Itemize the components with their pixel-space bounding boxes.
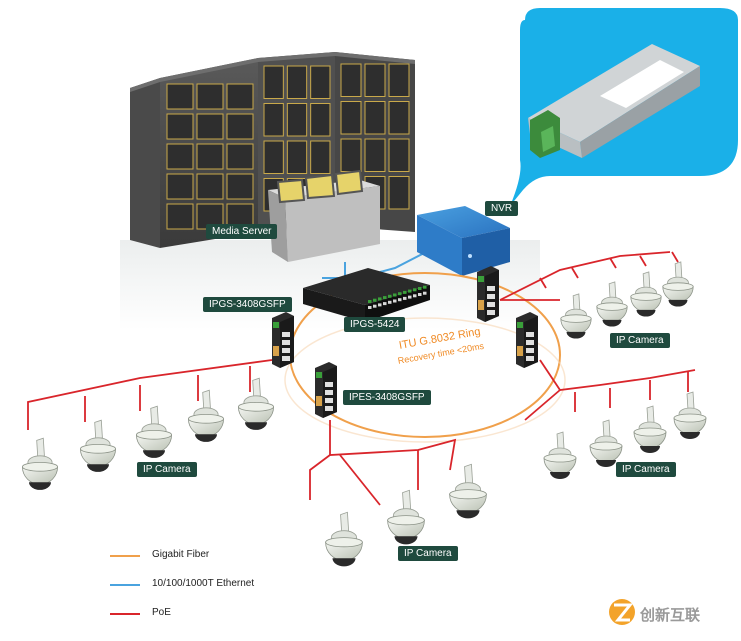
legend-label-poe: PoE (152, 607, 171, 618)
wall-screen (196, 143, 224, 170)
din-rail-switch-icon (516, 312, 538, 368)
ptz-dome-camera-icon (673, 391, 707, 439)
ptz-dome-camera-icon (449, 463, 487, 519)
din-rail-switch-icon (272, 312, 294, 368)
ptz-dome-camera-icon (589, 419, 623, 467)
wall-screen (286, 140, 308, 174)
wall-screen (364, 101, 386, 135)
wall-screen (388, 63, 410, 97)
wall-screen (196, 173, 224, 200)
legend-swatch-poe (110, 613, 140, 615)
wall-screen (340, 138, 362, 172)
legend-swatch-fiber (110, 555, 140, 557)
wall-screen (166, 83, 194, 110)
nvr-label: NVR (485, 201, 519, 216)
wall-screen (196, 113, 224, 140)
wall-screen (388, 176, 410, 210)
watermark-text: 创新互联 (640, 606, 701, 624)
ip-camera-bottom-label: IP Camera (398, 546, 458, 561)
wall-screen (166, 113, 194, 140)
wall-screen (310, 65, 331, 99)
wall-screen (364, 138, 386, 172)
wall-screen (196, 83, 224, 110)
poe-links (27, 251, 696, 506)
wall-screen (364, 63, 386, 97)
wall-screen (286, 103, 308, 137)
ptz-dome-camera-icon (387, 489, 425, 545)
wall-screen (166, 173, 194, 200)
ipgs-5424-label: IPGS-5424 (344, 317, 406, 332)
din-rail-switches (272, 266, 538, 418)
din-rail-switch-icon (477, 266, 499, 322)
wall-screen (340, 63, 362, 97)
ptz-dome-camera-icon (187, 389, 225, 442)
ipes-3408gsfp-label: IPES-3408GSFP (343, 390, 431, 405)
ptz-dome-camera-icon (630, 271, 662, 317)
wall-screen (226, 143, 254, 170)
ip-camera-right-top-label: IP Camera (610, 333, 670, 348)
ptz-dome-camera-icon (79, 419, 117, 472)
media-server-label: Media Server (206, 224, 278, 239)
ptz-dome-camera-icon (662, 261, 694, 307)
wall-screen (226, 173, 254, 200)
wall-screen (226, 83, 254, 110)
camera-layer (21, 261, 707, 567)
brand-logo-icon (609, 599, 635, 625)
ptz-dome-camera-icon (543, 431, 577, 479)
control-console-icon (268, 169, 380, 262)
ptz-dome-camera-icon (21, 437, 59, 490)
ptz-dome-camera-icon (237, 377, 275, 430)
ip-camera-left-label: IP Camera (137, 462, 197, 477)
ptz-dome-camera-icon (560, 293, 592, 339)
wall-screen (310, 103, 331, 137)
wall-screen (388, 138, 410, 172)
legend-label-fiber: Gigabit Fiber (152, 549, 210, 560)
wall-screen (340, 101, 362, 135)
wall-screen (226, 113, 254, 140)
wall-screen (263, 140, 284, 174)
nvr-box-icon (417, 206, 510, 276)
legend-label-ethernet: 10/100/1000T Ethernet (152, 578, 255, 589)
wall-screen (310, 140, 331, 174)
wall-screen (263, 65, 284, 99)
ptz-dome-camera-icon (135, 405, 173, 458)
wall-screen (166, 143, 194, 170)
sfp-module-icon (510, 8, 738, 206)
ptz-dome-camera-icon (325, 511, 363, 567)
wall-screen (286, 65, 308, 99)
legend-swatch-ethernet (110, 584, 140, 586)
ptz-dome-camera-icon (633, 405, 667, 453)
wall-screen (166, 203, 194, 230)
ip-camera-right-bottom-label: IP Camera (616, 462, 676, 477)
din-rail-switch-icon (315, 362, 337, 418)
wall-screen (263, 103, 284, 137)
wall-screen (388, 101, 410, 135)
core-switch-icon (303, 268, 430, 322)
ipgs-3408gsfp-label: IPGS-3408GSFP (203, 297, 292, 312)
ptz-dome-camera-icon (596, 281, 628, 327)
